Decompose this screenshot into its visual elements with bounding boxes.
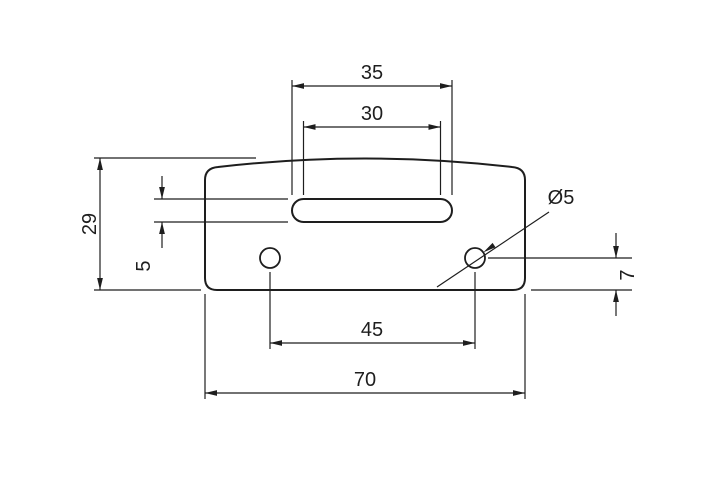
leader-arrowhead xyxy=(483,242,496,253)
leader-line xyxy=(436,211,550,288)
hole-right xyxy=(464,247,486,269)
dim-label-hole-spacing: 45 xyxy=(361,319,383,341)
dim-slot-height: 5 xyxy=(133,176,288,272)
dim-label-slot-outer-length: 35 xyxy=(361,62,383,84)
dim-hole-to-bottom: 7 xyxy=(488,233,639,316)
slot xyxy=(291,198,453,223)
dim-label-hole-diameter: Ø5 xyxy=(548,187,575,209)
dim-hole-diameter: Ø5 xyxy=(436,187,575,288)
dim-label-overall-height: 29 xyxy=(79,213,101,235)
dim-label-slot-height: 5 xyxy=(133,260,155,271)
dim-label-hole-to-bottom: 7 xyxy=(617,269,639,280)
dim-hole-spacing: 45 xyxy=(269,272,476,349)
dim-overall-width: 70 xyxy=(204,294,526,399)
dim-label-overall-width: 70 xyxy=(354,369,376,391)
dim-slot-outer-length: 35 xyxy=(291,62,453,195)
dim-slot-inner-length: 30 xyxy=(302,103,442,195)
hole-left xyxy=(259,247,281,269)
dim-overall-height: 29 xyxy=(79,157,256,291)
plate-outline xyxy=(204,157,526,291)
dim-label-slot-inner-length: 30 xyxy=(361,103,383,125)
